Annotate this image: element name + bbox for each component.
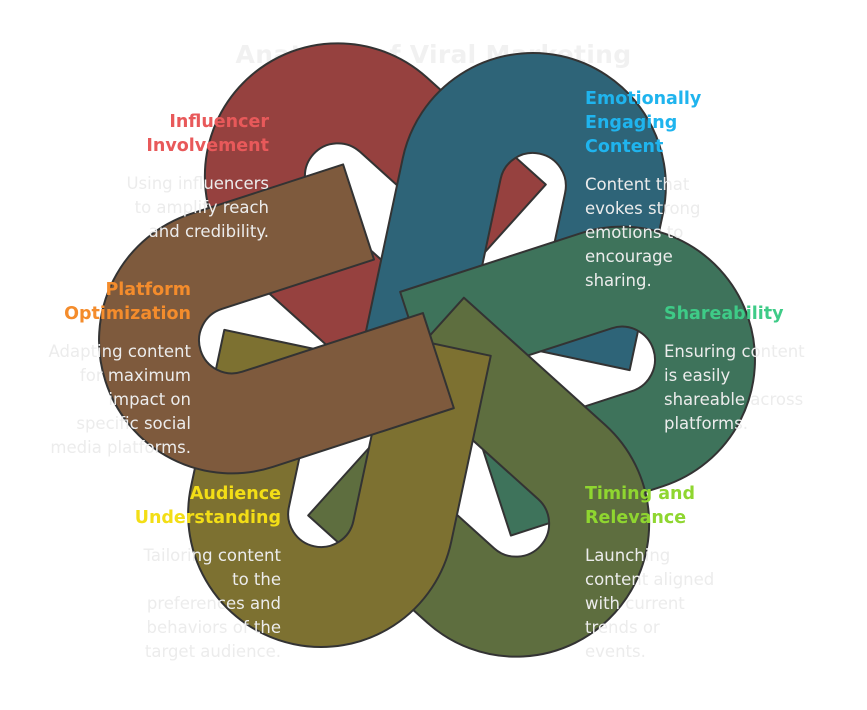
knot-band: [98, 163, 455, 475]
item-heading: Shareability: [664, 304, 784, 324]
knot-band: [399, 225, 756, 537]
